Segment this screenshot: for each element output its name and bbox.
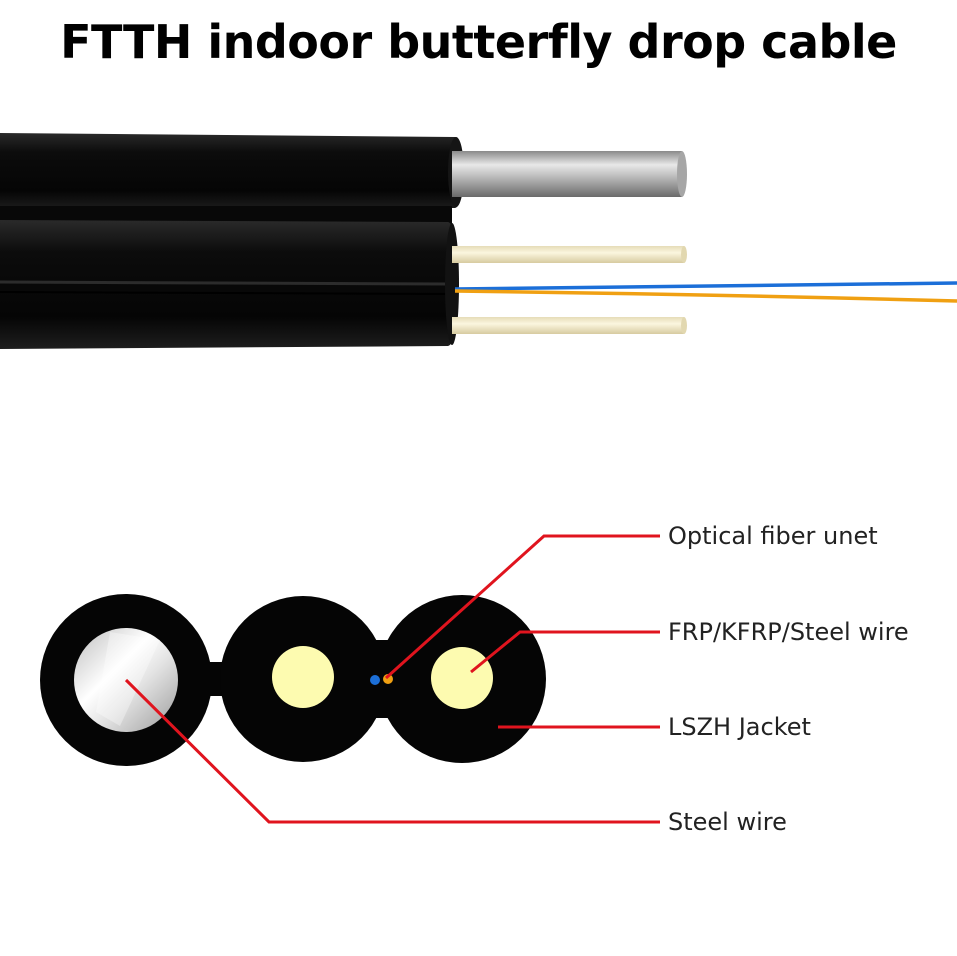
body-groove-bottom (0, 291, 451, 295)
body-groove-top (0, 280, 451, 286)
diagram-title: FTTH indoor butterfly drop cable (60, 15, 897, 69)
callout-optical-fiber: Optical fiber unet (668, 522, 878, 550)
messenger-jacket-body (0, 133, 463, 210)
frp-rod-upper-end (681, 246, 687, 263)
leader-strength-member (470, 630, 660, 674)
steel-rod-end (677, 151, 687, 197)
optical-fiber-blue (454, 281, 957, 291)
fiber-dot-blue (370, 675, 380, 685)
frp-disc-right (431, 647, 493, 709)
leader-steel-wire (124, 678, 660, 824)
neck (0, 206, 452, 224)
frp-rod-upper (452, 246, 684, 263)
callout-steel-wire: Steel wire (668, 808, 787, 836)
cable-side-view (0, 133, 957, 349)
callout-jacket: LSZH Jacket (668, 713, 811, 741)
leader-lines (124, 534, 660, 824)
leader-optical-fiber (384, 534, 660, 680)
frp-disc-left (272, 646, 334, 708)
steel-wire-highlight (96, 632, 160, 726)
frp-rod-lower-end (681, 317, 687, 334)
callout-strength-member: FRP/KFRP/Steel wire (668, 618, 909, 646)
cable-cross-section (40, 594, 546, 766)
optical-fiber-orange (454, 289, 957, 303)
frp-rod-lower (452, 317, 684, 334)
steel-rod (452, 151, 682, 197)
